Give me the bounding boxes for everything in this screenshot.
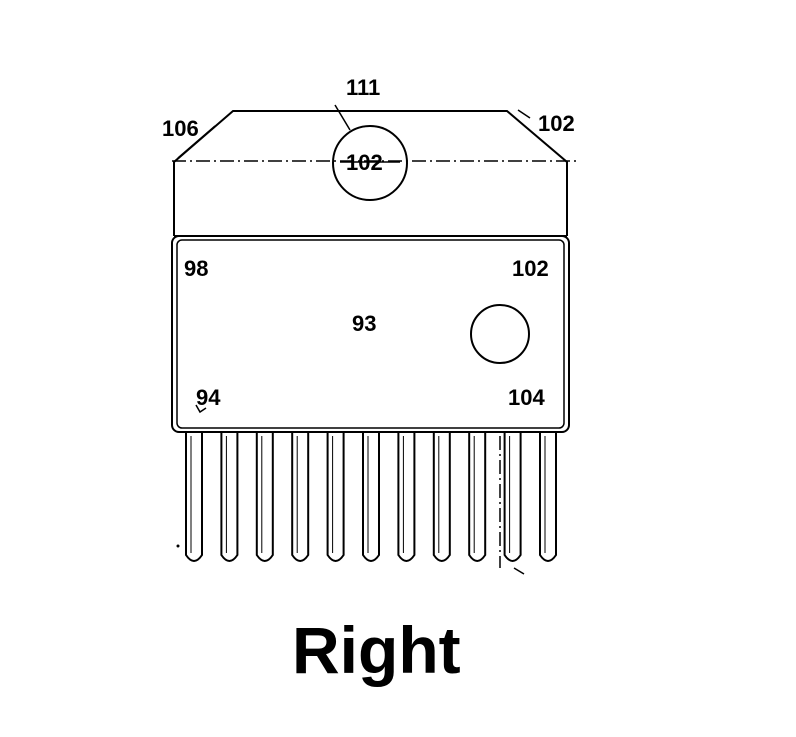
stray-dot-left <box>176 544 180 548</box>
label-104: 104 <box>508 385 545 410</box>
pin <box>291 432 310 562</box>
label-93: 93 <box>352 311 376 336</box>
body-hole <box>470 304 530 364</box>
pin <box>255 432 274 562</box>
package-body-inner <box>176 239 565 429</box>
pins-group <box>185 432 557 562</box>
pin <box>503 432 522 562</box>
leader-111 <box>334 104 351 131</box>
caption-right: Right <box>292 613 461 687</box>
pin <box>185 432 203 562</box>
label-102-body: 102 <box>512 256 549 281</box>
label-102-top-right: 102 <box>538 111 575 136</box>
label-111: 111 <box>346 75 380 100</box>
label-106: 106 <box>162 116 199 141</box>
pin <box>326 432 345 562</box>
pin <box>397 432 416 562</box>
tab-mounting-hole <box>332 125 408 201</box>
leader-94 <box>195 404 207 414</box>
label-94: 94 <box>196 385 221 410</box>
pin <box>220 432 239 562</box>
leader-102-top <box>517 109 531 119</box>
package-body-outer <box>171 235 570 433</box>
pin-tail-mark <box>513 567 525 575</box>
pin <box>362 432 380 562</box>
label-98: 98 <box>184 256 208 281</box>
top-tab-outline <box>173 110 568 236</box>
pin <box>468 432 487 562</box>
pin <box>432 432 451 562</box>
leader-106 <box>177 125 216 159</box>
pin <box>539 432 557 562</box>
